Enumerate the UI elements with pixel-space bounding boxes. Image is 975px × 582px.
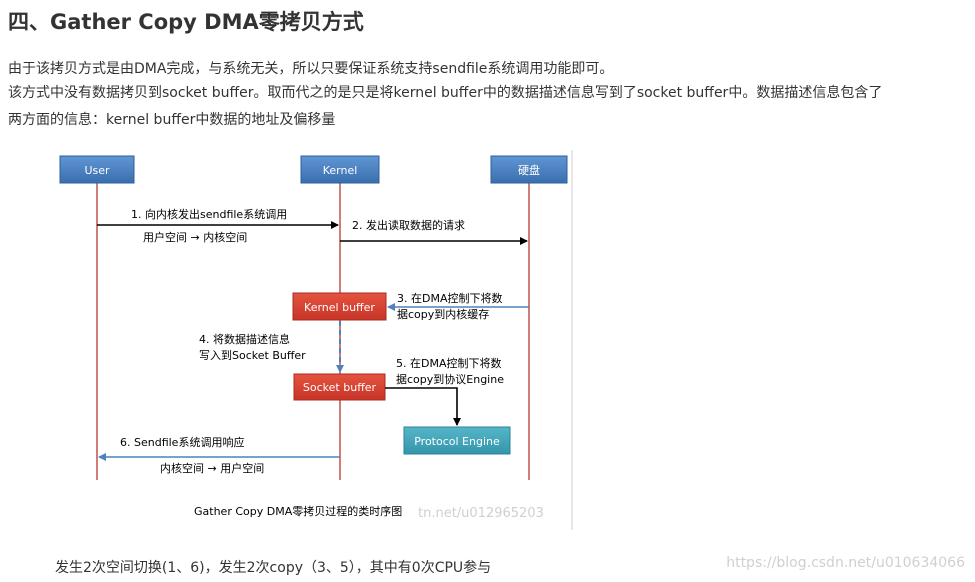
step2-label: 2. 发出读取数据的请求: [352, 218, 465, 232]
step4-label-line2: 写入到Socket Buffer: [199, 349, 306, 362]
section-title: 四、Gather Copy DMA零拷贝方式: [8, 10, 364, 34]
socket-buffer-label: Socket buffer: [303, 381, 377, 394]
step5-label-line2: 据copy到协议Engine: [396, 372, 504, 386]
user-lane-box: User: [59, 155, 135, 184]
page-watermark: https://blog.csdn.net/u010634066: [726, 555, 965, 571]
paragraph-2: 该方式中没有数据拷贝到socket buffer。取而代之的是只是将kernel…: [8, 85, 883, 101]
step6-label: 6. Sendfile系统调用响应: [120, 435, 244, 449]
socket-buffer-box: Socket buffer: [293, 373, 386, 401]
step1-sublabel: 用户空间 → 内核空间: [143, 230, 247, 244]
step5-label-line1: 5. 在DMA控制下将数: [396, 356, 501, 370]
kernel-lane-box: Kernel: [300, 155, 380, 184]
diagram-caption: Gather Copy DMA零拷贝过程的类时序图: [194, 504, 402, 518]
step1-label: 1. 向内核发出sendfile系统调用: [131, 207, 287, 221]
summary-text: 发生2次空间切换(1、6)，发生2次copy（3、5），其中有0次CPU参与: [55, 560, 492, 576]
protocol-engine-label: Protocol Engine: [414, 435, 500, 448]
step6-sublabel: 内核空间 → 用户空间: [160, 461, 264, 475]
diagram-watermark: tn.net/u012965203: [418, 506, 544, 521]
kernel-buffer-label: Kernel buffer: [304, 301, 375, 314]
disk-lane-label: 硬盘: [518, 163, 540, 177]
step4-label-line1: 4. 将数据描述信息: [199, 332, 290, 346]
paragraph-3: 两方面的信息：kernel buffer中数据的地址及偏移量: [8, 112, 336, 128]
kernel-buffer-box: Kernel buffer: [292, 292, 387, 321]
protocol-engine-box: Protocol Engine: [403, 426, 511, 455]
step3-label-line1: 3. 在DMA控制下将数: [397, 291, 502, 305]
kernel-lane-label: Kernel: [323, 164, 358, 177]
step5-arrow: [385, 387, 461, 426]
step3-label-line2: 据copy到内核缓存: [397, 307, 489, 321]
paragraph-1: 由于该拷贝方式是由DMA完成，与系统无关，所以只要保证系统支持sendfile系…: [8, 61, 614, 77]
disk-lane-box: 硬盘: [490, 155, 568, 184]
user-lane-label: User: [84, 164, 110, 177]
